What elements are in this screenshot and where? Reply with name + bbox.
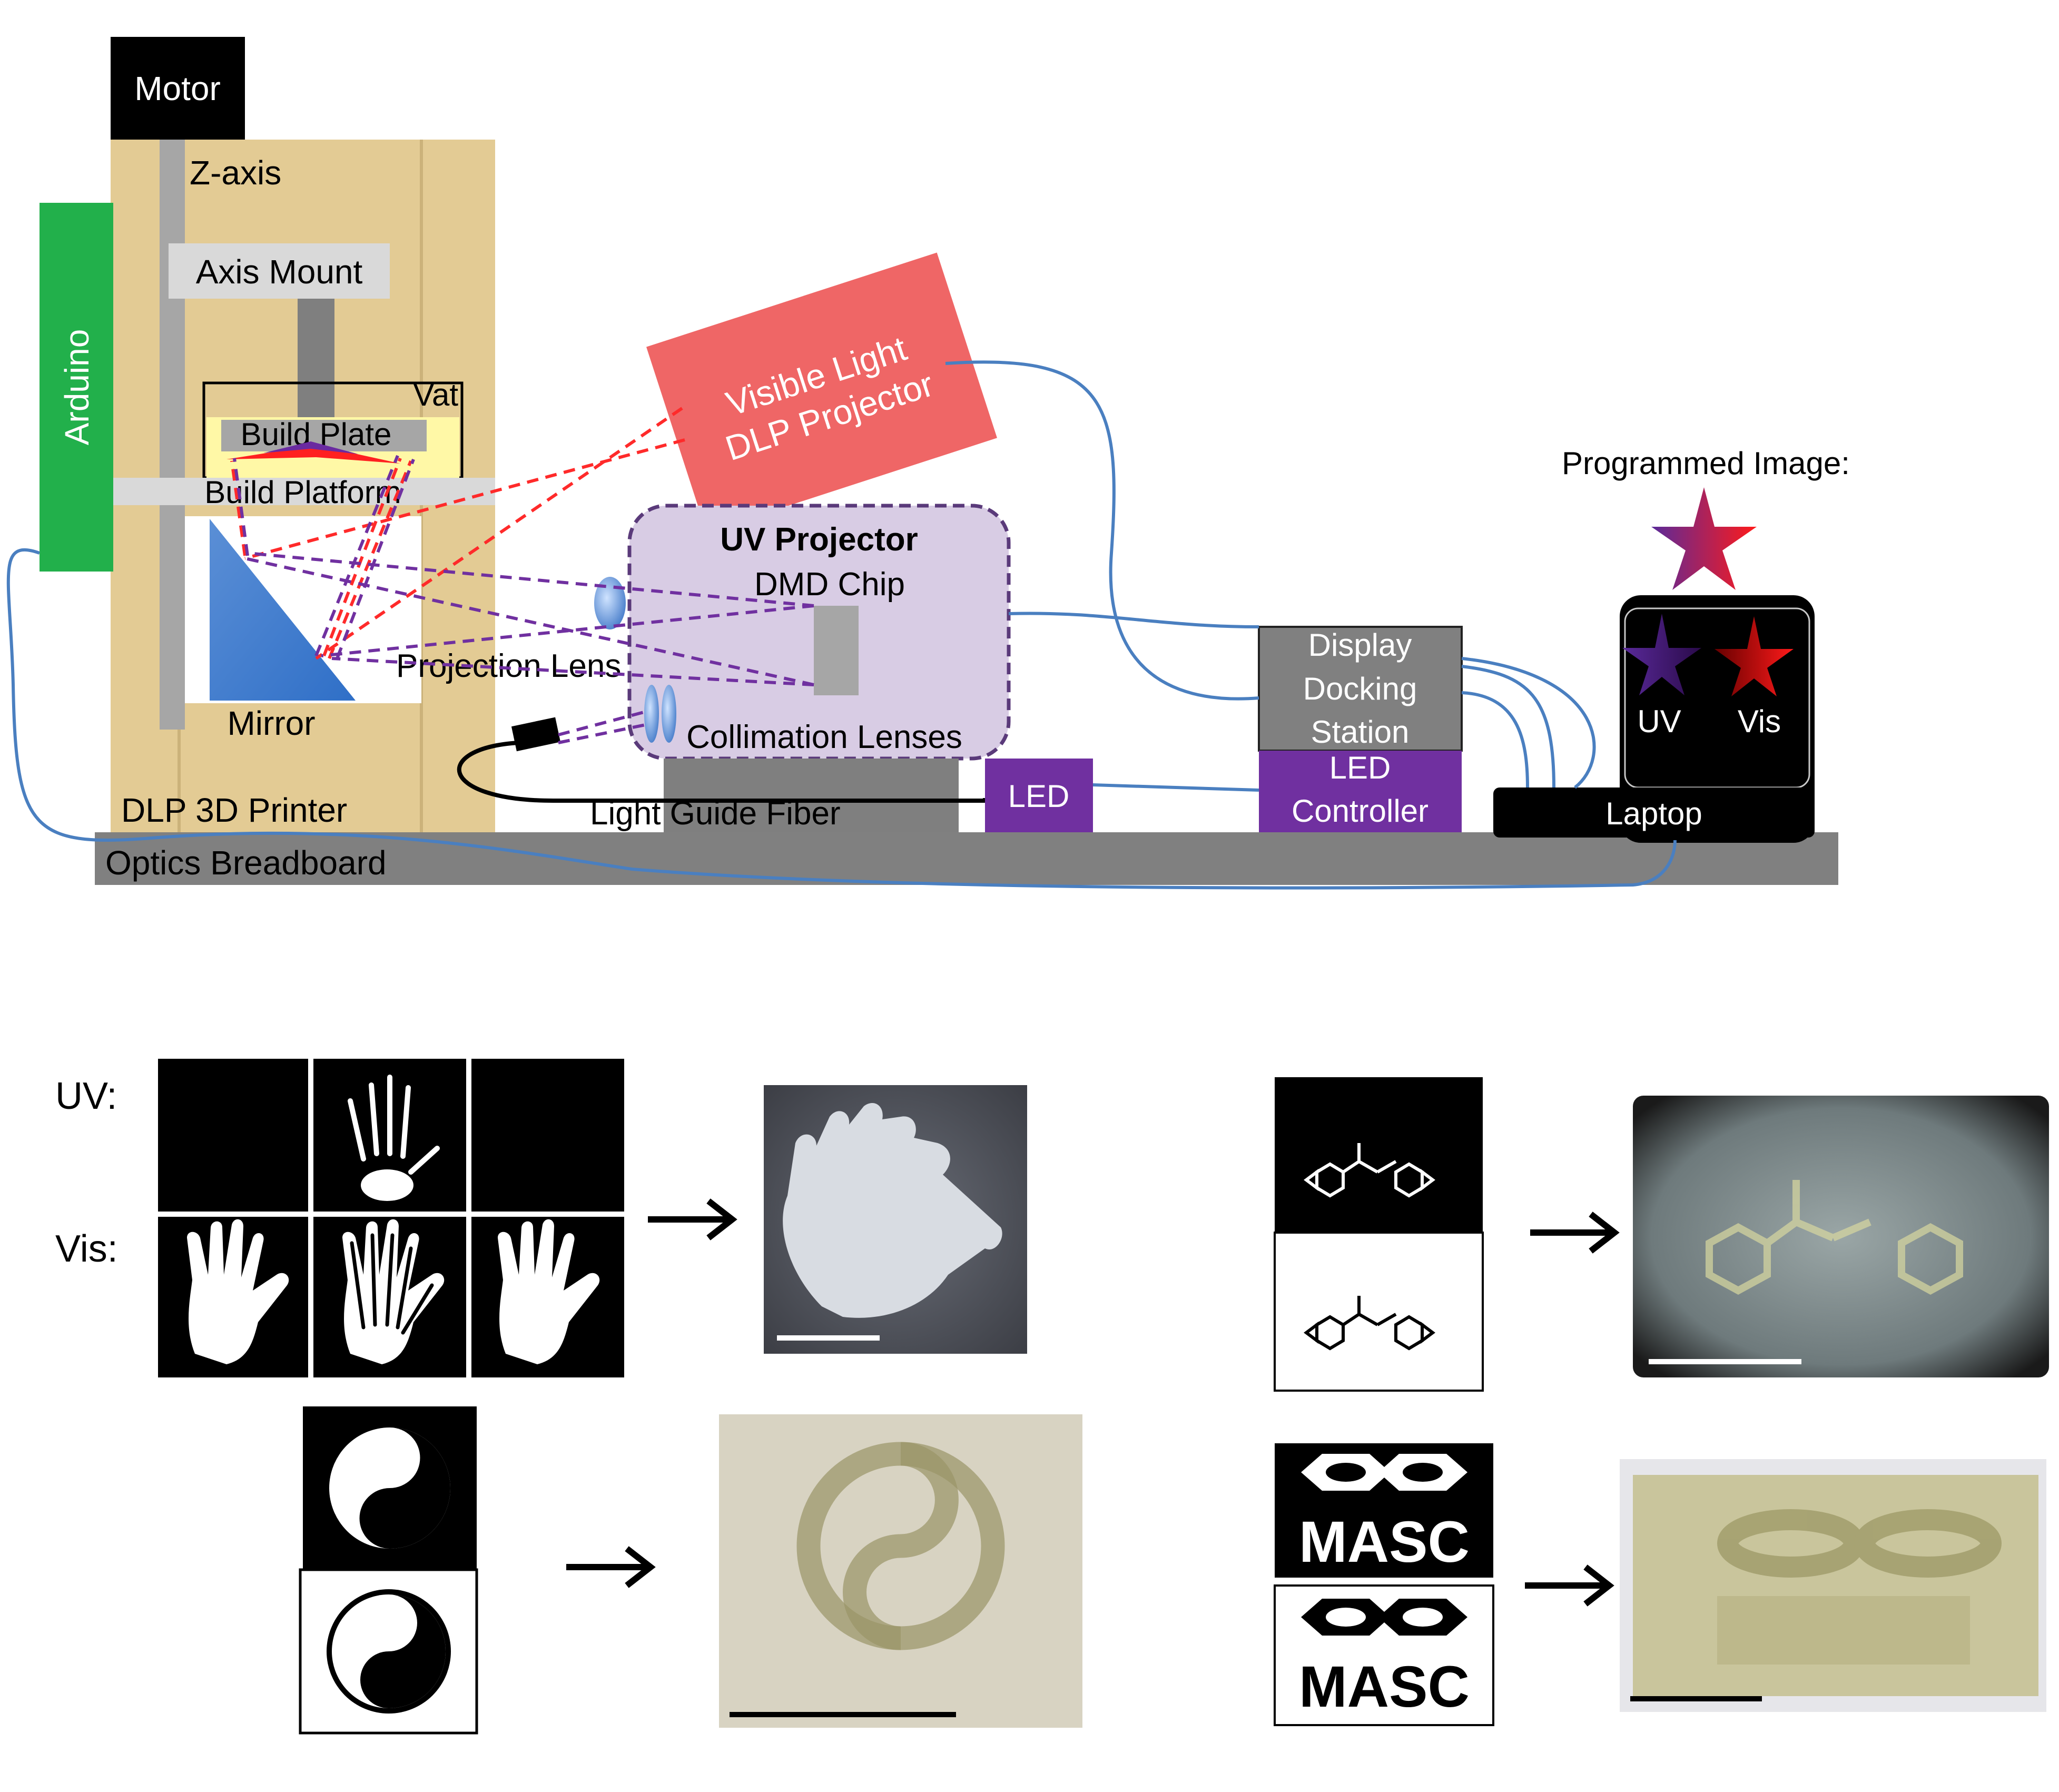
arrow-molecule-icon: [1530, 1212, 1620, 1254]
molecule-print-pattern: [1706, 1180, 1963, 1295]
masc-print-part: [1633, 1475, 2038, 1696]
collimation-lenses-label: Collimation Lenses: [686, 719, 962, 755]
arrows: [566, 1198, 1620, 1607]
arrow-yinyang-icon: [566, 1546, 656, 1588]
cable-vis-projector: [945, 360, 1259, 701]
axis-mount-label: Axis Mount: [196, 253, 363, 291]
cable-uv-projector: [1008, 612, 1259, 628]
yinyang-print-swirl: [843, 1442, 959, 1650]
axis-mount: [169, 243, 390, 299]
arrow-hand-icon: [648, 1198, 737, 1240]
led-block: [985, 759, 1093, 832]
cable-dock-laptop-3: [1461, 657, 1596, 789]
optics-breadboard: [95, 832, 1838, 885]
cable-dock-laptop-1: [1461, 665, 1555, 788]
docking-label-1: Display: [1308, 627, 1412, 663]
uv-star-label: UV: [1637, 704, 1681, 739]
vat-label: Vat: [413, 377, 458, 412]
fiber-end: [511, 717, 561, 752]
vis-star-label: Vis: [1738, 704, 1781, 739]
collimation-lens-2: [662, 685, 676, 743]
hand-silhouette-2: [342, 1219, 445, 1364]
visible-light-beams: [230, 407, 685, 660]
hand-print-part: [783, 1103, 1002, 1318]
yinyang-vis-icon: [327, 1589, 451, 1714]
molecule-vis-mask: [1274, 1232, 1484, 1392]
programmed-image-label: Programmed Image:: [1562, 446, 1850, 481]
build-platform: [113, 478, 495, 505]
visible-light-projector: Visible Light DLP Projector: [646, 252, 997, 533]
collimation-lens-1: [644, 685, 659, 743]
optics-breadboard-label: Optics Breadboard: [105, 844, 387, 882]
cable-led: [1092, 783, 1259, 792]
hand-silhouette-3: [498, 1219, 600, 1364]
projector-stand: [664, 759, 959, 832]
arduino-label: Arduino: [58, 329, 96, 446]
molecule-uv-structure-icon: [1304, 1143, 1435, 1198]
led-controller-label-2: Controller: [1292, 793, 1429, 829]
dmd-chip-label: DMD Chip: [754, 566, 905, 603]
masc-vis-text: MASC: [1299, 1655, 1470, 1719]
visible-projector-body: [646, 252, 997, 533]
row-label-uv: UV:: [55, 1075, 117, 1117]
printed-part-uv: [263, 441, 358, 454]
dlp-printer-label: DLP 3D Printer: [121, 791, 347, 829]
cable-dock-laptop-2: [1461, 691, 1529, 788]
docking-label-3: Station: [1311, 714, 1410, 750]
light-guide-fiber: [457, 741, 987, 803]
masc-vis-mask-icon: [1301, 1599, 1467, 1636]
hand-silhouette-1: [187, 1219, 289, 1364]
laptop-label: Laptop: [1605, 796, 1702, 831]
printer-schematic: Optics Breadboard DLP 3D Printer Motor Z…: [6, 37, 1850, 890]
arduino-board: [40, 203, 113, 572]
uv-star-icon: [1622, 614, 1701, 695]
uv-projector-label: UV Projector: [720, 521, 918, 558]
arrow-masc-icon: [1525, 1564, 1614, 1607]
led-controller: [1259, 751, 1462, 832]
printed-part-vis: [226, 445, 400, 464]
dmd-chip: [814, 606, 859, 695]
motor-label: Motor: [134, 70, 221, 107]
hand-uv-3: [471, 1059, 624, 1212]
display-docking-station: [1258, 626, 1463, 752]
skeleton-hand-icon: [348, 1075, 440, 1201]
masc-uv-mask-icon: [1301, 1454, 1467, 1491]
laptop-display: [1624, 607, 1810, 789]
vis-star-icon: [1715, 616, 1794, 696]
molecule-uv-mask: [1275, 1077, 1483, 1233]
mirror-label: Mirror: [227, 704, 315, 742]
z-axis-label: Z-axis: [190, 154, 281, 192]
masc-print-pattern: [1717, 1509, 2002, 1665]
led-controller-label-1: LED: [1329, 750, 1391, 785]
yinyang-print-photo: [719, 1414, 1082, 1728]
projection-lens: [594, 577, 626, 629]
uv-light-beams: [233, 455, 814, 744]
motor-block: [111, 37, 245, 140]
projection-lens-label: Projection Lens: [396, 648, 621, 684]
masc-uv-text: MASC: [1299, 1510, 1470, 1574]
light-guide-fiber-label: Light Guide Fiber: [590, 795, 841, 832]
led-label: LED: [1008, 779, 1070, 814]
hand-bones-overlay: [350, 1233, 434, 1335]
examples: UV: Vis:: [55, 1059, 2049, 1735]
laptop-base: [1493, 787, 1815, 838]
row-label-vis: Vis:: [55, 1228, 118, 1270]
programmed-star-icon: [1651, 487, 1757, 590]
yinyang-uv-icon: [329, 1427, 450, 1549]
z-axis-rod: [160, 140, 185, 730]
docking-label-2: Docking: [1303, 671, 1417, 706]
mount-stalk: [298, 299, 334, 417]
hand-uv-1: [158, 1059, 308, 1212]
hand-mask-grid: [158, 1059, 624, 1377]
cables: [6, 360, 1677, 890]
cable-arduino: [6, 548, 1677, 890]
molecule-vis-structure-icon: [1304, 1296, 1435, 1351]
